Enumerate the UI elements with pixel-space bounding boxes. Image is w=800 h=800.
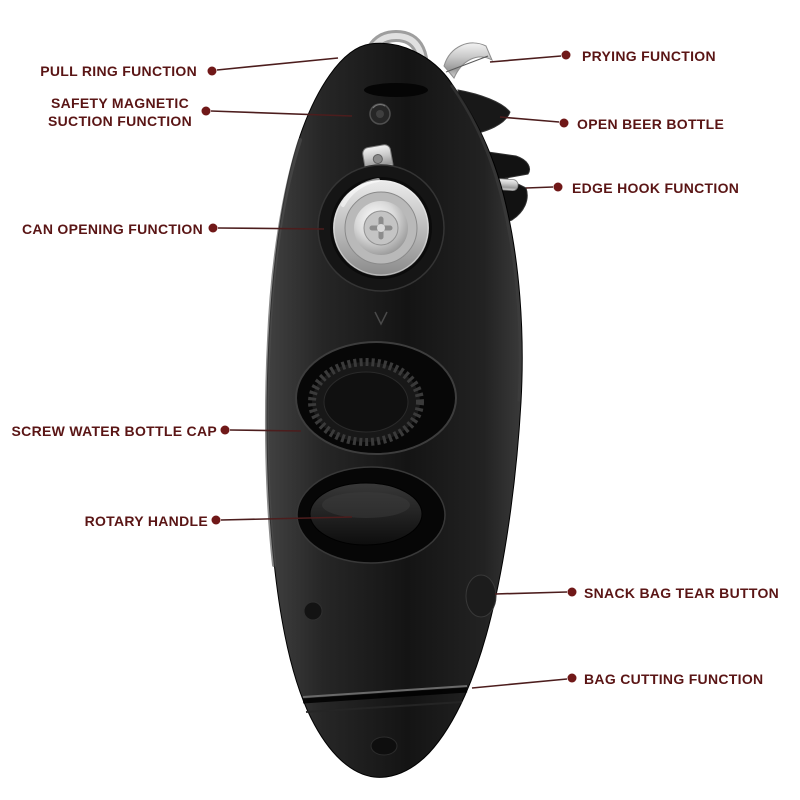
snack-bag-tear-button bbox=[465, 574, 497, 618]
rotary-opening bbox=[296, 466, 446, 564]
label-pull-ring-function: PULL RING FUNCTION bbox=[40, 63, 197, 79]
label-safety-magnetic-suction-function: SAFETY MAGNETIC SUCTION FUNCTION bbox=[47, 95, 192, 130]
body-notch bbox=[374, 311, 388, 326]
connector-line bbox=[210, 110, 353, 117]
connector-dot bbox=[208, 223, 218, 233]
connector-dot bbox=[211, 515, 221, 525]
connector-bottle-cap bbox=[220, 425, 302, 435]
connector-can-opening bbox=[208, 223, 325, 233]
connector-dot bbox=[559, 118, 569, 128]
connector-dot bbox=[553, 182, 563, 192]
connector-dot bbox=[561, 50, 571, 60]
connector-snack-bag bbox=[494, 587, 577, 597]
body-right-highlight bbox=[450, 84, 522, 402]
connector-line bbox=[494, 591, 568, 595]
bag-cutting-slot bbox=[302, 685, 468, 713]
connector-line bbox=[216, 57, 339, 71]
connector-line bbox=[217, 227, 325, 230]
connector-line bbox=[220, 516, 353, 521]
label-screw-water-bottle-cap: SCREW WATER BOTTLE CAP bbox=[11, 423, 217, 439]
connector-line bbox=[499, 116, 560, 123]
connector-line bbox=[489, 55, 562, 63]
connector-pull-ring bbox=[207, 57, 339, 76]
connector-edge-hook bbox=[525, 182, 563, 192]
connector-line bbox=[525, 186, 554, 189]
connector-dot bbox=[220, 425, 230, 435]
label-snack-bag-tear-button: SNACK BAG TEAR BUTTON bbox=[584, 585, 780, 601]
pull-ring-slot bbox=[364, 83, 428, 97]
connector-dot bbox=[567, 587, 577, 597]
connector-magnetic bbox=[201, 106, 353, 117]
side-pin bbox=[303, 601, 323, 621]
connector-beer bbox=[499, 116, 569, 128]
body-left-highlight bbox=[264, 138, 302, 567]
label-can-opening-function: CAN OPENING FUNCTION bbox=[22, 221, 203, 237]
label-rotary-handle: ROTARY HANDLE bbox=[84, 513, 208, 529]
connector-dot bbox=[567, 673, 577, 683]
label-prying-function: PRYING FUNCTION bbox=[582, 48, 716, 64]
connector-rotary bbox=[211, 515, 353, 525]
label-open-beer-bottle: OPEN BEER BOTTLE bbox=[577, 116, 725, 132]
label-bag-cutting-function: BAG CUTTING FUNCTION bbox=[584, 671, 764, 687]
connector-dot bbox=[207, 66, 217, 76]
prying-clip bbox=[443, 42, 494, 79]
connector-bag-cutting bbox=[471, 673, 577, 689]
connector-dot bbox=[201, 106, 211, 116]
connector-prying bbox=[489, 50, 571, 63]
bottle-cap-opening bbox=[295, 341, 457, 455]
can-opener-knob bbox=[317, 164, 445, 292]
label-edge-hook-function: EDGE HOOK FUNCTION bbox=[572, 180, 740, 196]
bottom-pad bbox=[370, 736, 398, 756]
magnetic-suction-button bbox=[369, 103, 391, 125]
connector-line bbox=[229, 429, 302, 432]
connector-line bbox=[471, 678, 568, 689]
